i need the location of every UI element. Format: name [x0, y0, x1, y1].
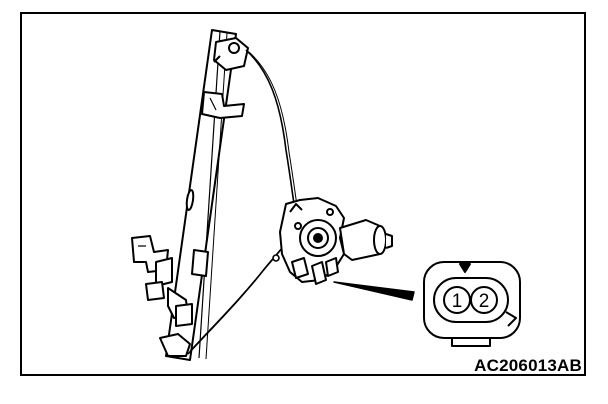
- connector-pin-1: 1: [443, 286, 471, 314]
- motor-housing: [339, 219, 393, 261]
- connector-key-icon: [459, 263, 471, 273]
- connector-pointer: [333, 281, 415, 301]
- rail-clip-upper: [201, 91, 245, 119]
- rail-clip-right: [191, 249, 209, 277]
- regulator-cable: [187, 49, 298, 355]
- connector-pin-2: 2: [470, 286, 498, 314]
- upper-pulley-bracket: [213, 37, 249, 71]
- figure-id-label: AC206013AB: [474, 356, 582, 375]
- connector-pin-2-label: 2: [479, 291, 490, 312]
- rail-clip-lower: [145, 281, 193, 357]
- connector-pin-1-label: 1: [452, 291, 463, 312]
- rail-clip-middle: [131, 235, 173, 287]
- figure-frame: [20, 12, 586, 376]
- regulator-motor: [279, 197, 345, 285]
